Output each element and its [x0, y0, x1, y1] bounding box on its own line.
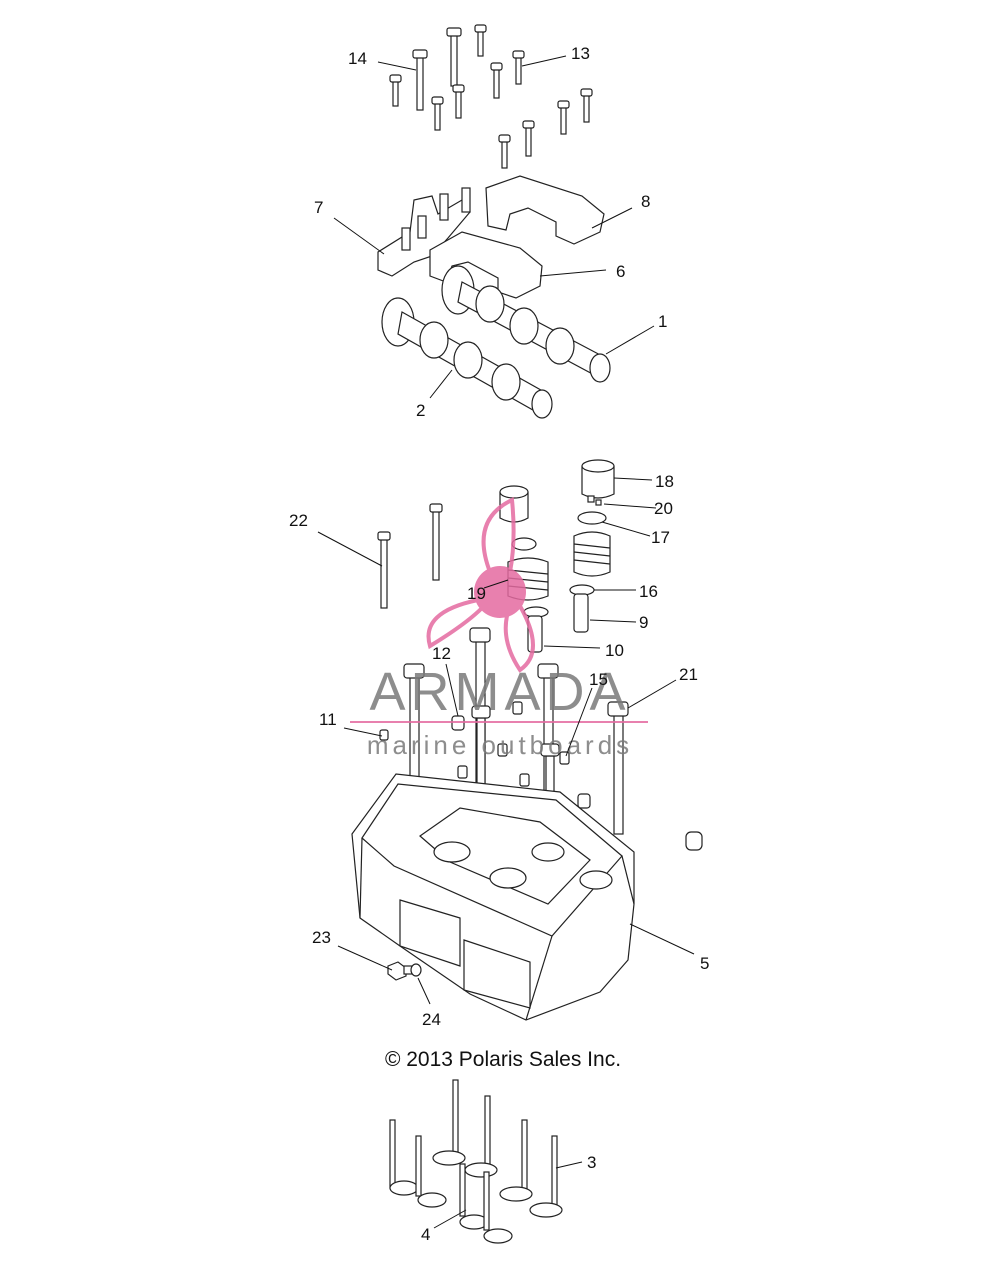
- cylinder-head: [351, 773, 635, 1021]
- callout-17: 17: [651, 528, 670, 547]
- callout-labels: 14 13 7 8 6 1 2 18 20 17 16 9 10 19 22 1…: [289, 44, 709, 1244]
- valves: [389, 1079, 563, 1244]
- propeller-logo: [426, 496, 535, 673]
- watermark-tagline: marine outboards: [367, 730, 633, 760]
- callout-20: 20: [654, 499, 673, 518]
- camshaft-1: [441, 265, 611, 383]
- valve-train: [499, 459, 615, 653]
- copyright-notice: © 2013 Polaris Sales Inc.: [385, 1048, 621, 1071]
- callout-22: 22: [289, 511, 308, 530]
- callout-24: 24: [422, 1010, 441, 1029]
- callout-16: 16: [639, 582, 658, 601]
- dowels: [379, 701, 703, 851]
- callout-8: 8: [641, 192, 650, 211]
- callout-23: 23: [312, 928, 331, 947]
- callout-5: 5: [700, 954, 709, 973]
- head-studs: [377, 503, 443, 609]
- callout-1: 1: [658, 312, 667, 331]
- callout-12: 12: [432, 644, 451, 663]
- callout-15: 15: [589, 670, 608, 689]
- callout-19: 19: [467, 584, 486, 603]
- camshaft-2: [381, 297, 553, 419]
- callout-11: 11: [319, 710, 337, 729]
- callout-13: 13: [571, 44, 590, 63]
- drain-plug: [387, 961, 422, 981]
- leader-lines: [317, 55, 695, 1229]
- callout-4: 4: [421, 1225, 430, 1244]
- cam-cap-bolts: [389, 24, 593, 169]
- callout-10: 10: [605, 641, 624, 660]
- callout-21: 21: [679, 665, 698, 684]
- cam-caps: [377, 175, 605, 299]
- callout-6: 6: [616, 262, 625, 281]
- callout-2: 2: [416, 401, 425, 420]
- callout-14: 14: [348, 49, 367, 68]
- callout-7: 7: [314, 198, 323, 217]
- callout-18: 18: [655, 472, 674, 491]
- callout-3: 3: [587, 1153, 596, 1172]
- callout-9: 9: [639, 613, 648, 632]
